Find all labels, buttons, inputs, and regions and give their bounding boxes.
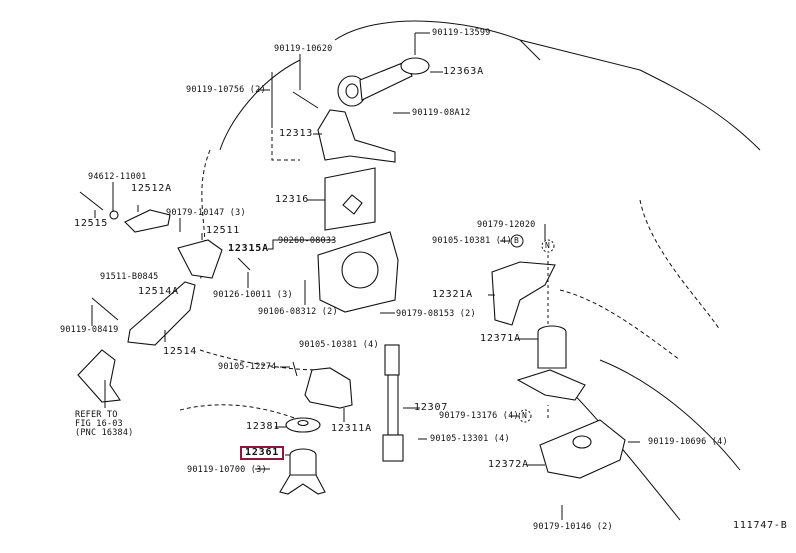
- label-12311a[interactable]: 12311A: [331, 423, 372, 434]
- label-90179-08153: 90179-08153 (2): [396, 309, 476, 319]
- label-90105-13301: 90105-13301 (4): [430, 434, 510, 444]
- label-90179-13176: 90179-13176 (4): [439, 411, 519, 421]
- label-90119-10756: 90119-10756 (2): [186, 85, 266, 95]
- bracket-refer: [77, 349, 121, 403]
- label-90179-10147: 90179-10147 (3): [166, 208, 246, 218]
- stud-90126-10011: [237, 257, 251, 271]
- label-90119-10700: 90119-10700 (3): [187, 465, 267, 475]
- washer-94612: [109, 210, 119, 220]
- label-90105-10381-b: 90105-10381 (4): [432, 236, 512, 246]
- bolt-90119-08419: [91, 297, 119, 321]
- label-91511-b0845: 91511-B0845: [100, 272, 159, 282]
- label-12307[interactable]: 12307: [414, 402, 449, 413]
- label-12381[interactable]: 12381: [246, 421, 281, 432]
- label-12511[interactable]: 12511: [206, 225, 241, 236]
- label-12512a[interactable]: 12512A: [131, 183, 172, 194]
- bracket-12321a: [491, 261, 556, 326]
- label-94612-11001: 94612-11001: [88, 172, 147, 182]
- bracket-12512a: [124, 209, 171, 233]
- marker-b: B: [514, 236, 520, 245]
- engine-outline-dashed: [179, 149, 721, 421]
- label-12316[interactable]: 12316: [275, 194, 310, 205]
- label-12313[interactable]: 12313: [279, 128, 314, 139]
- refer-text-line1: REFER TO: [75, 410, 118, 420]
- figure-id: 111747-B: [733, 520, 788, 531]
- label-12515[interactable]: 12515: [74, 218, 109, 229]
- label-12372a[interactable]: 12372A: [488, 459, 529, 470]
- marker-n-top-circle: [541, 239, 555, 253]
- bracket-12372a: [539, 419, 626, 479]
- label-12514[interactable]: 12514: [163, 346, 198, 357]
- refer-text-line2: FIG 16-03: [75, 419, 123, 429]
- label-12321a[interactable]: 12321A: [432, 289, 473, 300]
- label-12514a[interactable]: 12514A: [138, 286, 179, 297]
- label-12361-highlighted[interactable]: 12361: [240, 446, 285, 460]
- label-12363a[interactable]: 12363A: [443, 66, 484, 77]
- label-12315a[interactable]: 12315A: [228, 243, 269, 254]
- bracket-12511: [177, 239, 223, 279]
- torque-rod-12363a: [337, 57, 430, 107]
- mount-12361: [279, 448, 326, 495]
- label-90126-10011: 90126-10011 (3): [213, 290, 293, 300]
- label-90179-12020: 90179-12020: [477, 220, 536, 230]
- leader-lines: [91, 32, 640, 520]
- label-90105-10381: 90105-10381 (4): [299, 340, 379, 350]
- label-90119-10696: 90119-10696 (4): [648, 437, 728, 447]
- engine-outline: [219, 20, 761, 151]
- mount-12371a: [516, 325, 586, 401]
- label-90179-10146: 90179-10146 (2): [533, 522, 613, 532]
- bolt-12515: [79, 191, 104, 211]
- stopper-12307: [382, 344, 404, 462]
- label-90119-08a12: 90119-08A12: [412, 108, 471, 118]
- refer-text-line3: (PNC 16384): [75, 428, 134, 438]
- bolt-90119-10620: [292, 91, 319, 109]
- label-90260-08033: 90260-08033: [278, 236, 337, 246]
- label-90119-10620: 90119-10620: [274, 44, 333, 54]
- marker-n-bottom-circle: [518, 409, 532, 423]
- marker-b-circle: [510, 234, 524, 248]
- bracket-12315a: [317, 231, 399, 313]
- label-90106-08312: 90106-08312 (2): [258, 307, 338, 317]
- bracket-12514: [127, 281, 196, 346]
- label-90119-13599: 90119-13599: [432, 28, 491, 38]
- bracket-12311a: [304, 367, 353, 409]
- marker-n-bottom: N: [522, 411, 528, 420]
- label-90119-08419: 90119-08419: [60, 325, 119, 335]
- bolt-90105-12274: [292, 361, 298, 377]
- marker-n-top: N: [545, 241, 551, 250]
- label-12371a[interactable]: 12371A: [480, 333, 521, 344]
- label-90105-12274: 90105-12274: [218, 362, 277, 372]
- bracket-12313: [317, 109, 396, 163]
